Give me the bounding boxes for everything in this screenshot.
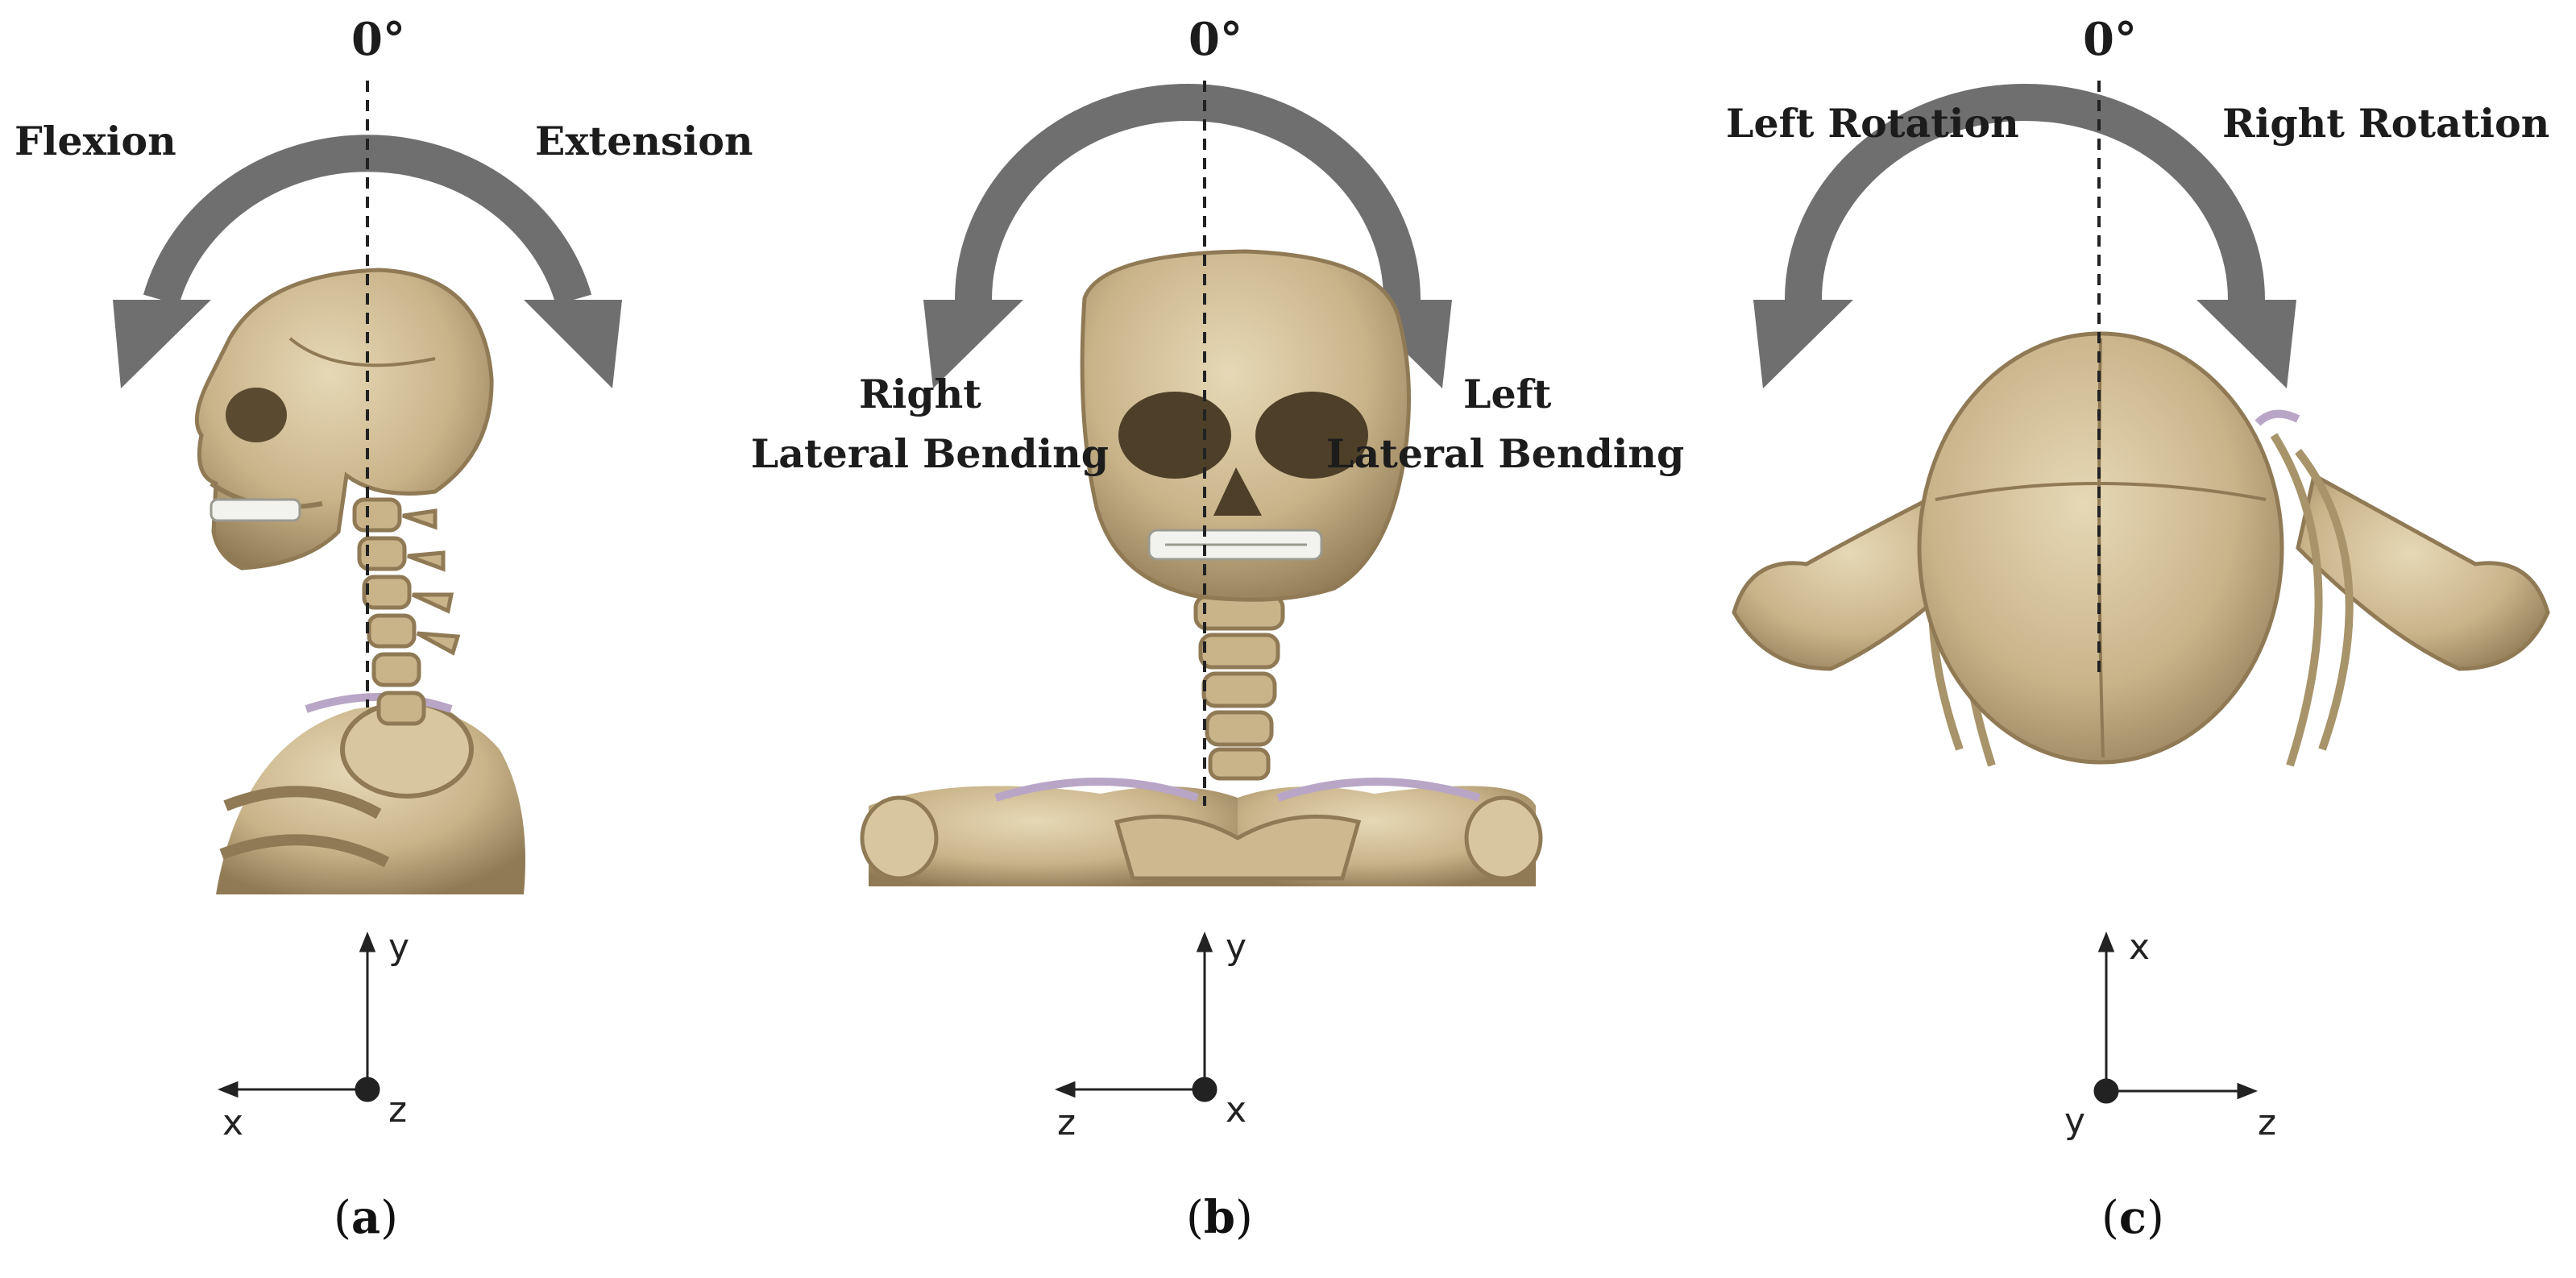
arrowhead-left <box>113 300 211 388</box>
arrowhead-left <box>923 300 1023 388</box>
panel-c-graphic <box>1732 81 2550 1104</box>
caption-letter: a <box>351 1191 381 1244</box>
skeleton-top-illustration <box>1732 331 2550 767</box>
angle-zero-label: 0° <box>2083 13 2137 66</box>
skeleton-frontal-illustration <box>860 249 1543 886</box>
panel-a-flexion-extension: 0° Flexion Extension y x z (a) <box>0 0 859 1278</box>
left-rotation-label: Left Rotation <box>1726 100 2019 147</box>
caption-c: (c) <box>2101 1191 2164 1244</box>
caption-a: (a) <box>334 1191 399 1244</box>
skeleton-lateral-illustration <box>194 268 525 894</box>
arrowhead-right <box>2196 300 2296 388</box>
axis-label-side: z <box>2258 1102 2277 1143</box>
axis-label-up: y <box>1226 927 1247 968</box>
panel-c-axial-rotation: 0° Left Rotation Right Rotation x z y (c… <box>1718 0 2576 1278</box>
coordinate-axes <box>217 931 380 1102</box>
extension-label: Extension <box>535 118 753 164</box>
arrowhead-right <box>524 300 622 388</box>
axis-label-out: x <box>1226 1089 1247 1131</box>
panel-b-graphic <box>860 81 1543 1102</box>
angle-zero-label: 0° <box>1188 13 1242 66</box>
angle-zero-label: 0° <box>351 13 405 66</box>
caption-b: (b) <box>1186 1191 1253 1244</box>
arrowhead-left <box>1753 300 1853 388</box>
caption-letter: b <box>1203 1191 1236 1244</box>
axis-label-up: y <box>388 927 410 968</box>
flexion-label: Flexion <box>15 118 176 164</box>
axis-label-out: y <box>2064 1101 2086 1142</box>
caption-letter: c <box>2118 1191 2147 1244</box>
axis-label-out: z <box>388 1089 408 1131</box>
right-lateral-bending-line1: Right <box>859 371 981 417</box>
right-rotation-label: Right Rotation <box>2222 100 2550 147</box>
axis-label-side: z <box>1057 1102 1076 1143</box>
left-lateral-bending-line2: Lateral Bending <box>1326 430 1685 477</box>
panel-a-graphic <box>113 81 622 1102</box>
coordinate-axes <box>1054 931 1217 1102</box>
left-lateral-bending-line1: Left <box>1463 371 1552 417</box>
right-lateral-bending-line2: Lateral Bending <box>750 430 1109 477</box>
coordinate-axes <box>2093 931 2259 1104</box>
panel-b-lateral-bending: 0° Right Lateral Bending Left Lateral Be… <box>751 0 1718 1278</box>
axis-label-up: x <box>2129 927 2151 968</box>
motion-arc-arrow <box>113 135 622 388</box>
motion-arc-arrow <box>1753 84 2296 388</box>
axis-label-side: x <box>222 1102 244 1143</box>
